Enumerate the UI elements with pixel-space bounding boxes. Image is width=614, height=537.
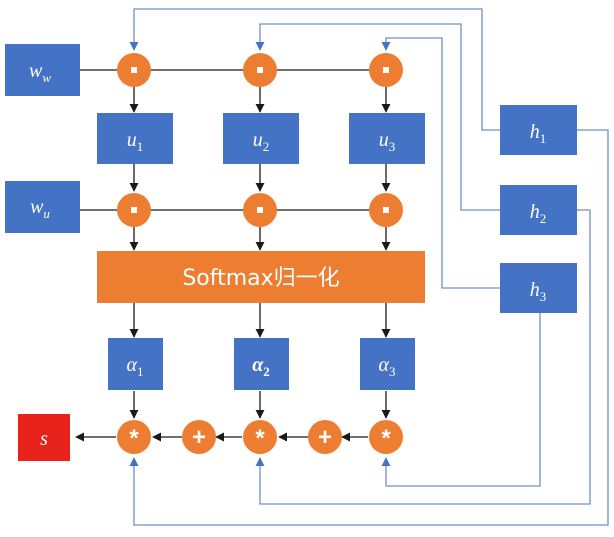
dot-nodes-middle	[117, 193, 403, 227]
svg-text:u3: u3	[379, 129, 396, 154]
h1-base: h	[530, 121, 540, 143]
h3-base: h	[530, 279, 540, 301]
softmax-label: Softmax归一化	[182, 266, 339, 291]
svg-text:α3: α3	[379, 354, 396, 379]
mult-node-1: *	[117, 420, 151, 454]
svg-text:α2: α2	[252, 354, 270, 379]
u-box-3: u3	[349, 113, 425, 164]
h-box-2: h2	[500, 185, 577, 235]
svg-text:wu: wu	[30, 196, 50, 221]
u-box-2: u2	[223, 113, 299, 164]
h2-to-mult-col2	[255, 209, 591, 505]
svg-text:h3: h3	[530, 279, 547, 304]
alpha3-base: α	[379, 354, 390, 376]
u3-sub: 3	[389, 139, 396, 154]
alpha2-base: α	[252, 354, 264, 376]
alpha-box-2: α2	[234, 338, 289, 390]
mult-node-2: *	[243, 420, 277, 454]
h-box-1: h1	[500, 105, 577, 155]
u1-sub: 1	[137, 139, 144, 154]
svg-text:u2: u2	[253, 129, 270, 154]
h2-sub: 2	[540, 211, 547, 226]
alpha2-sub: 2	[263, 364, 270, 379]
svg-text:ww: ww	[29, 60, 51, 85]
h3-sub: 3	[540, 289, 547, 304]
plus-symbol-1: +	[192, 424, 206, 451]
flow-arrows	[75, 87, 391, 442]
h1-to-mult-col1	[129, 129, 609, 526]
svg-text:u1: u1	[127, 129, 144, 154]
alpha1-sub: 1	[137, 364, 144, 379]
h1-sub: 1	[540, 131, 547, 146]
h3-to-mult-col3	[381, 313, 541, 487]
output-s-box: s	[18, 414, 70, 461]
plus-node-1: +	[182, 420, 216, 454]
u2-sub: 2	[263, 139, 270, 154]
h1-to-dot-col1	[129, 8, 500, 131]
u1-base: u	[127, 129, 137, 151]
mult-symbol-1: *	[129, 425, 139, 452]
u-box-1: u1	[97, 113, 173, 164]
softmax-bar: Softmax归一化	[97, 251, 425, 303]
h-box-3: h3	[500, 263, 577, 313]
alpha-box-3: α3	[360, 338, 415, 390]
wu-box: wu	[5, 181, 80, 233]
ww-box: ww	[5, 44, 80, 96]
plus-node-2: +	[308, 420, 342, 454]
plus-symbol-2: +	[318, 424, 332, 451]
output-s-label: s	[40, 428, 48, 450]
h-connectors	[129, 8, 609, 526]
h3-to-dot-col3	[381, 37, 500, 289]
mult-symbol-3: *	[381, 425, 391, 452]
h2-to-dot-col2	[255, 23, 500, 211]
svg-text:α1: α1	[127, 354, 144, 379]
ww-base: w	[29, 60, 43, 82]
u3-base: u	[379, 129, 389, 151]
wu-base: w	[30, 196, 44, 218]
dot-nodes-top	[117, 53, 403, 87]
wu-sub: u	[43, 206, 50, 221]
alpha1-base: α	[127, 354, 138, 376]
mult-symbol-2: *	[255, 425, 265, 452]
h2-base: h	[530, 201, 540, 223]
svg-text:h1: h1	[530, 121, 547, 146]
svg-text:h2: h2	[530, 201, 547, 226]
ww-sub: w	[42, 70, 51, 85]
mult-node-3: *	[369, 420, 403, 454]
alpha-box-1: α1	[108, 338, 163, 390]
alpha3-sub: 3	[389, 364, 396, 379]
u2-base: u	[253, 129, 263, 151]
